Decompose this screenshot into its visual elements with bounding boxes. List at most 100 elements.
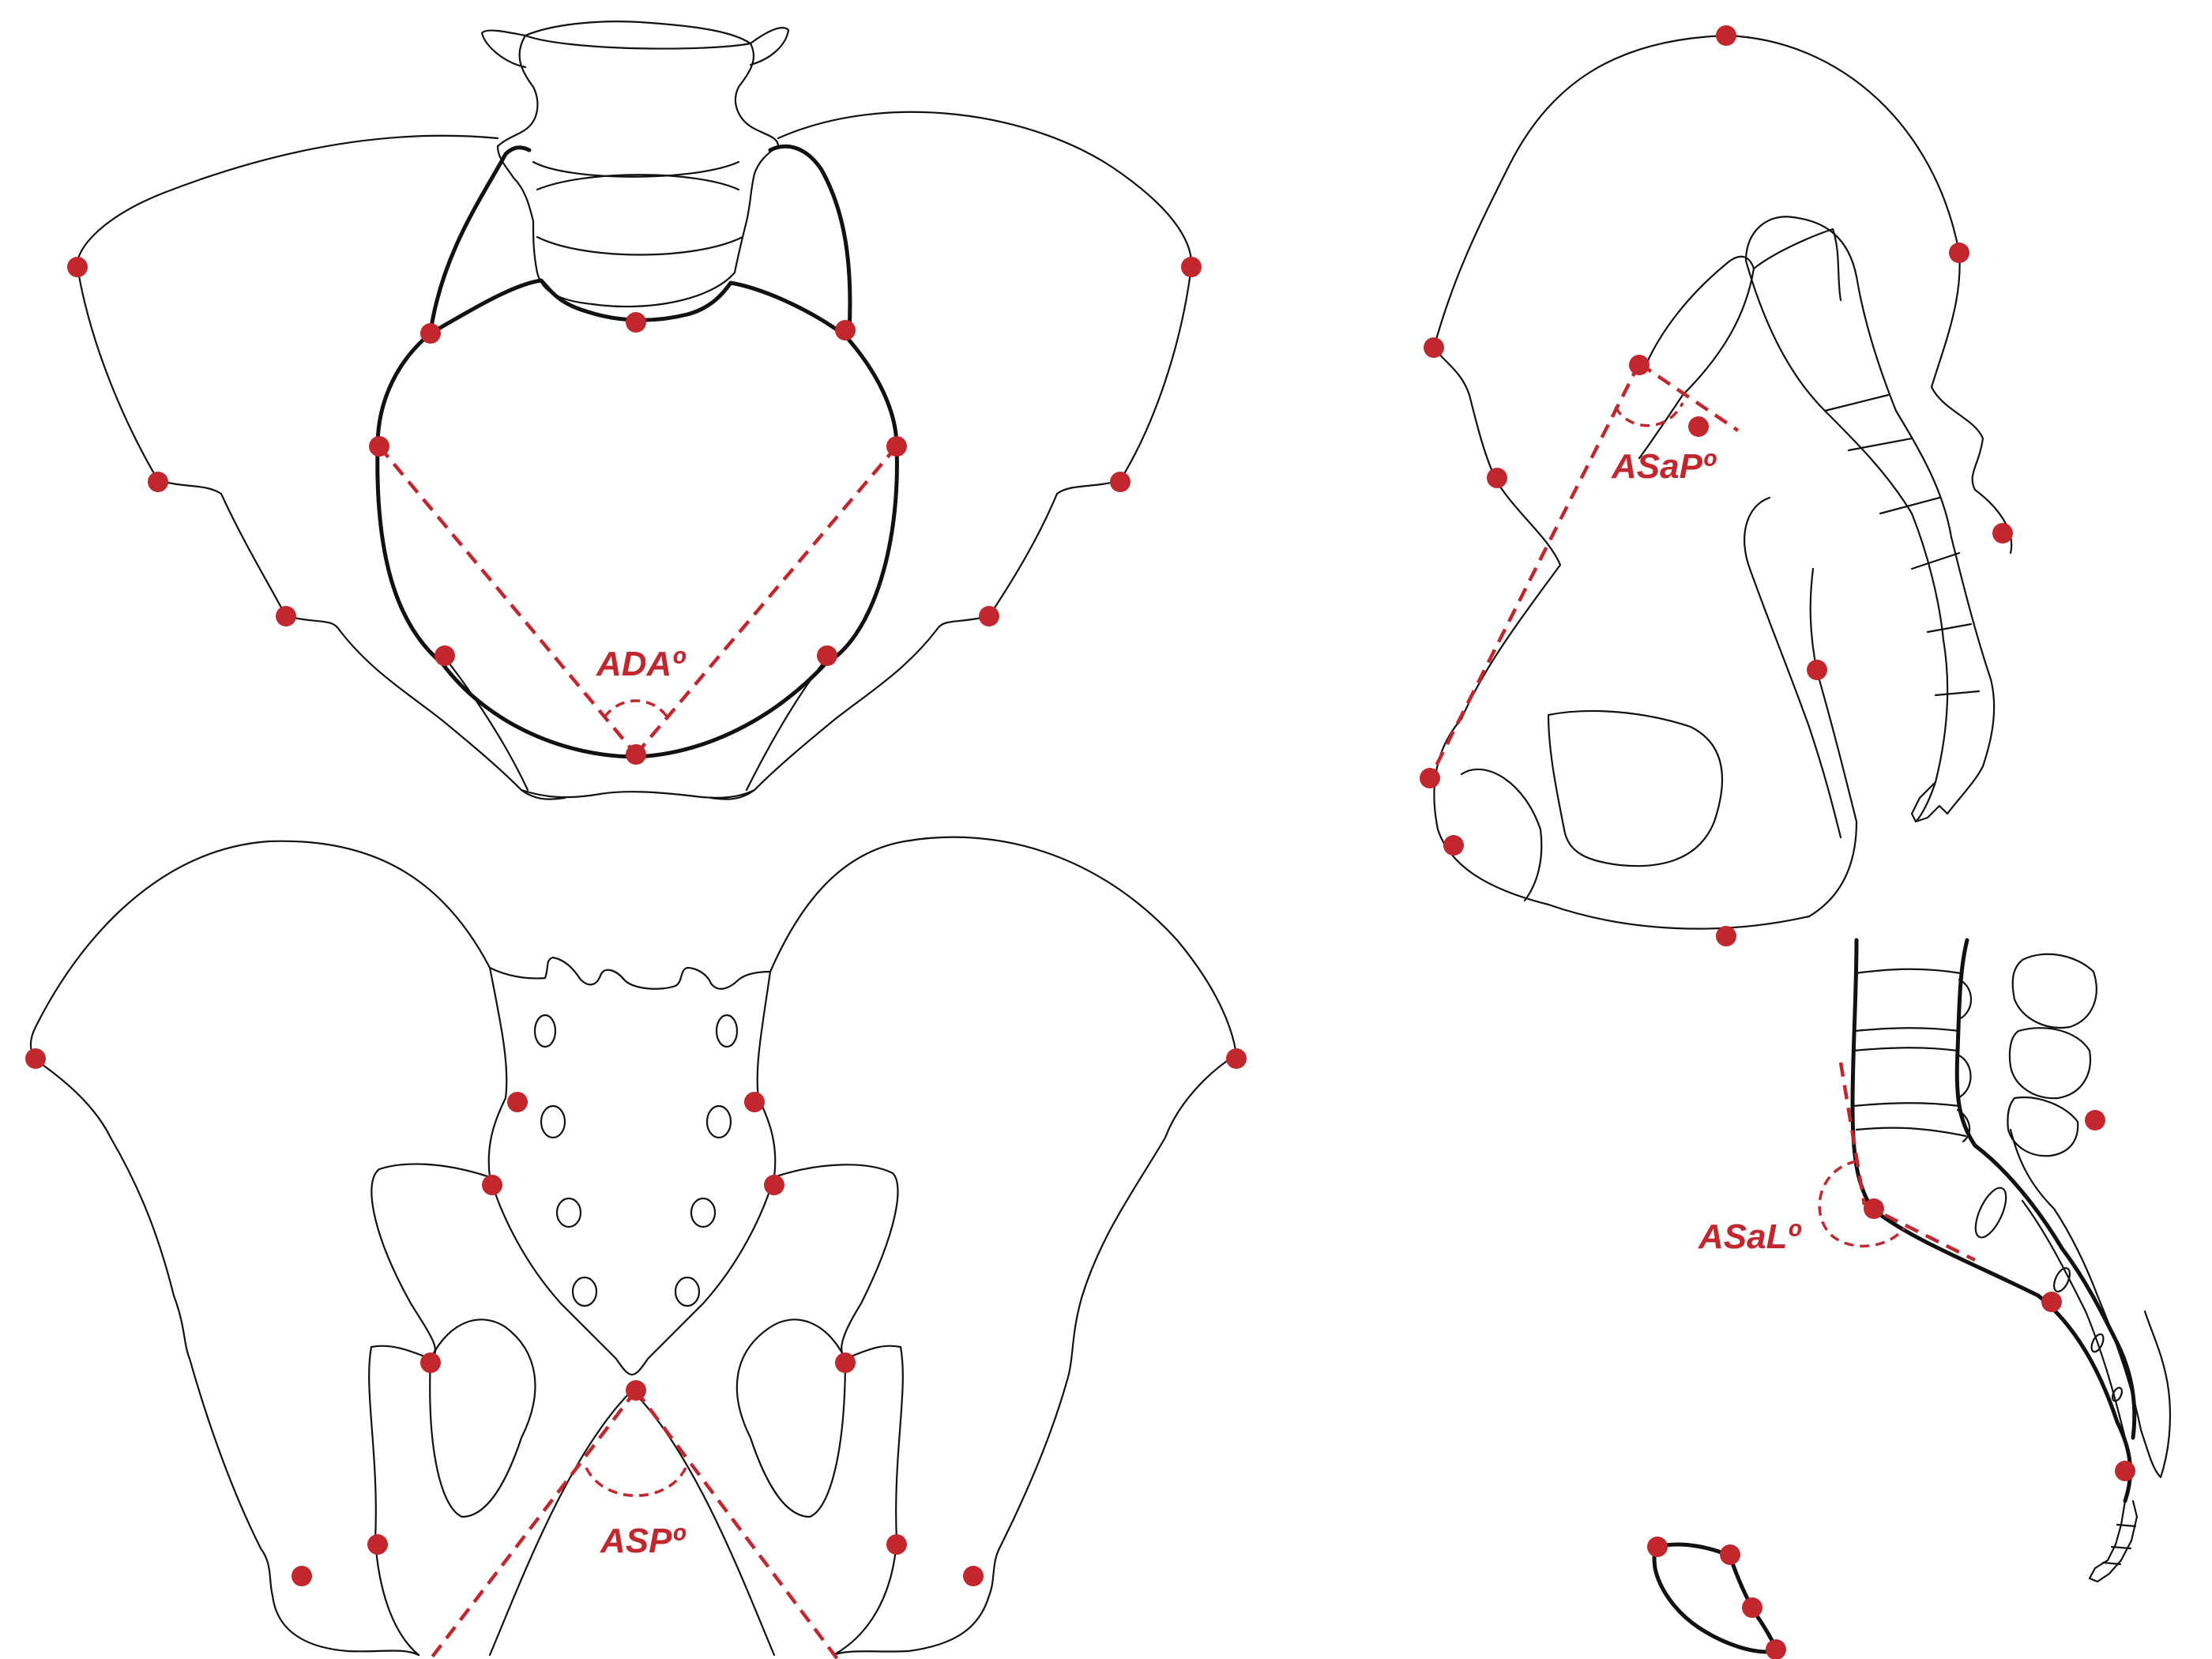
l5-lower-rim	[536, 235, 744, 256]
landmark-dot	[482, 1175, 502, 1195]
panel-fragment	[1647, 1537, 1786, 1659]
landmark-dot	[626, 744, 646, 765]
ada-angle-arc	[603, 699, 669, 719]
iliac-fossa-ridge	[1752, 228, 1842, 302]
landmark-dot	[67, 257, 88, 277]
landmark-dot	[1487, 468, 1507, 488]
left-obturator-foramen	[429, 1319, 536, 1518]
landmark-dot	[1716, 926, 1736, 946]
landmark-dot	[276, 606, 296, 626]
landmark-dot	[420, 323, 441, 344]
sacrum-lateral	[1744, 216, 1996, 815]
asp-angle-arc	[585, 1467, 687, 1497]
sacral-canal-line	[2021, 1199, 2127, 1439]
landmark-dot	[979, 606, 999, 626]
obturator-foramen-lateral	[1547, 709, 1724, 867]
posterior-spine-border	[1954, 938, 2137, 1440]
asap-guide-short	[1638, 362, 1740, 432]
landmark-dot	[1110, 472, 1130, 492]
coccyx-segment	[2101, 1561, 2122, 1566]
landmark-dot	[1742, 1597, 1762, 1618]
landmark-dot	[1424, 337, 1444, 358]
sacral-segment	[1926, 623, 1973, 634]
panel-posterior-view: ASPº	[25, 836, 1247, 1659]
left-transverse-process	[480, 29, 527, 69]
landmark-dot	[2041, 1292, 2062, 1312]
asal-guide-vertical	[1838, 1062, 1867, 1206]
ischial-region	[1744, 496, 1842, 839]
sacral-segment	[1934, 690, 1981, 697]
coccyx-segment	[2110, 1545, 2132, 1550]
sacral-foramen	[555, 1197, 582, 1228]
landmark-dot	[1443, 835, 1464, 856]
sacral-foramen	[571, 1276, 598, 1307]
l5-vertebra-body	[496, 21, 780, 308]
landmark-dot	[2085, 1110, 2105, 1130]
sacrum-posterior	[2009, 1128, 2172, 1479]
right-obturator-foramen	[735, 1319, 847, 1518]
landmark-dot	[2115, 1461, 2135, 1481]
right-transverse-process	[749, 27, 790, 66]
left-acetabulum	[368, 1163, 491, 1657]
landmark-dot	[626, 1380, 646, 1401]
sacrum-inner-lateral	[1744, 259, 1949, 823]
sacral-foramen-sagittal	[2052, 1267, 2071, 1292]
left-ilium-posterior	[29, 840, 491, 1657]
left-ilium-outline	[76, 134, 566, 800]
spinous-process	[2007, 1096, 2079, 1157]
pelvic-inlet-outline	[375, 278, 899, 759]
vertebra-endplate	[1852, 1102, 1961, 1108]
landmark-dot	[148, 472, 168, 492]
sacrum-outline	[487, 956, 777, 1376]
asap-angle-arc	[1614, 402, 1684, 427]
sacral-foramen-sagittal	[1974, 1187, 2007, 1239]
sacral-segment	[1847, 437, 1913, 452]
right-ilium-outline	[709, 111, 1193, 800]
pubic-arch-outline	[520, 788, 756, 799]
l5-disc	[536, 174, 740, 191]
landmark-dot	[1720, 1544, 1740, 1565]
coccyx-segment	[2116, 1523, 2137, 1528]
l5-endplate-top	[524, 34, 752, 50]
sacral-foramen	[674, 1276, 701, 1307]
asp-right-guide	[634, 1389, 839, 1659]
landmark-dot	[1226, 1048, 1247, 1069]
sacral-segment	[1879, 496, 1941, 515]
ada-right-guide	[634, 445, 898, 756]
landmark-dot	[626, 312, 646, 333]
vertebra-endplate	[1853, 968, 1962, 975]
landmark-dot	[1992, 523, 2013, 544]
landmark-dot	[1766, 1639, 1786, 1659]
landmark-dot	[886, 436, 907, 457]
asp-angle-label: ASPº	[600, 1522, 686, 1560]
coccyx-sagittal	[2088, 1499, 2139, 1583]
bone-fragment-outline	[1652, 1542, 1780, 1654]
landmark-dot	[886, 1534, 907, 1555]
landmark-dot	[1716, 25, 1736, 46]
sacral-foramen	[705, 1104, 732, 1139]
spinous-process	[2011, 953, 2097, 1029]
anterior-landmarks	[67, 257, 1202, 765]
sacral-segment	[1910, 551, 1961, 570]
landmark-dot	[420, 1352, 441, 1373]
iliac-crest-lateral	[1725, 34, 2013, 555]
coccyx-lateral	[1910, 781, 1949, 823]
sacral-foramen-sagittal	[2111, 1386, 2124, 1402]
sacral-segment	[1823, 393, 1890, 412]
sacral-foramen	[690, 1197, 717, 1228]
landmark-dot	[835, 1352, 856, 1373]
pedicle	[1956, 1108, 1971, 1143]
landmark-dot	[1647, 1537, 1668, 1557]
landmark-dot	[1807, 660, 1827, 680]
right-obturator-edge	[745, 658, 827, 792]
spinous-process	[2008, 1027, 2092, 1100]
panel-anterior-view: ADAº	[67, 21, 1202, 800]
left-sacral-ala	[428, 145, 532, 334]
acetabulum-lateral	[1460, 768, 1543, 902]
ada-angle-label: ADAº	[596, 645, 686, 683]
vertebra-endplate	[1853, 1027, 1961, 1033]
landmark-dot	[1688, 416, 1709, 437]
asal-angle-label: ASaLº	[1698, 1217, 1801, 1256]
